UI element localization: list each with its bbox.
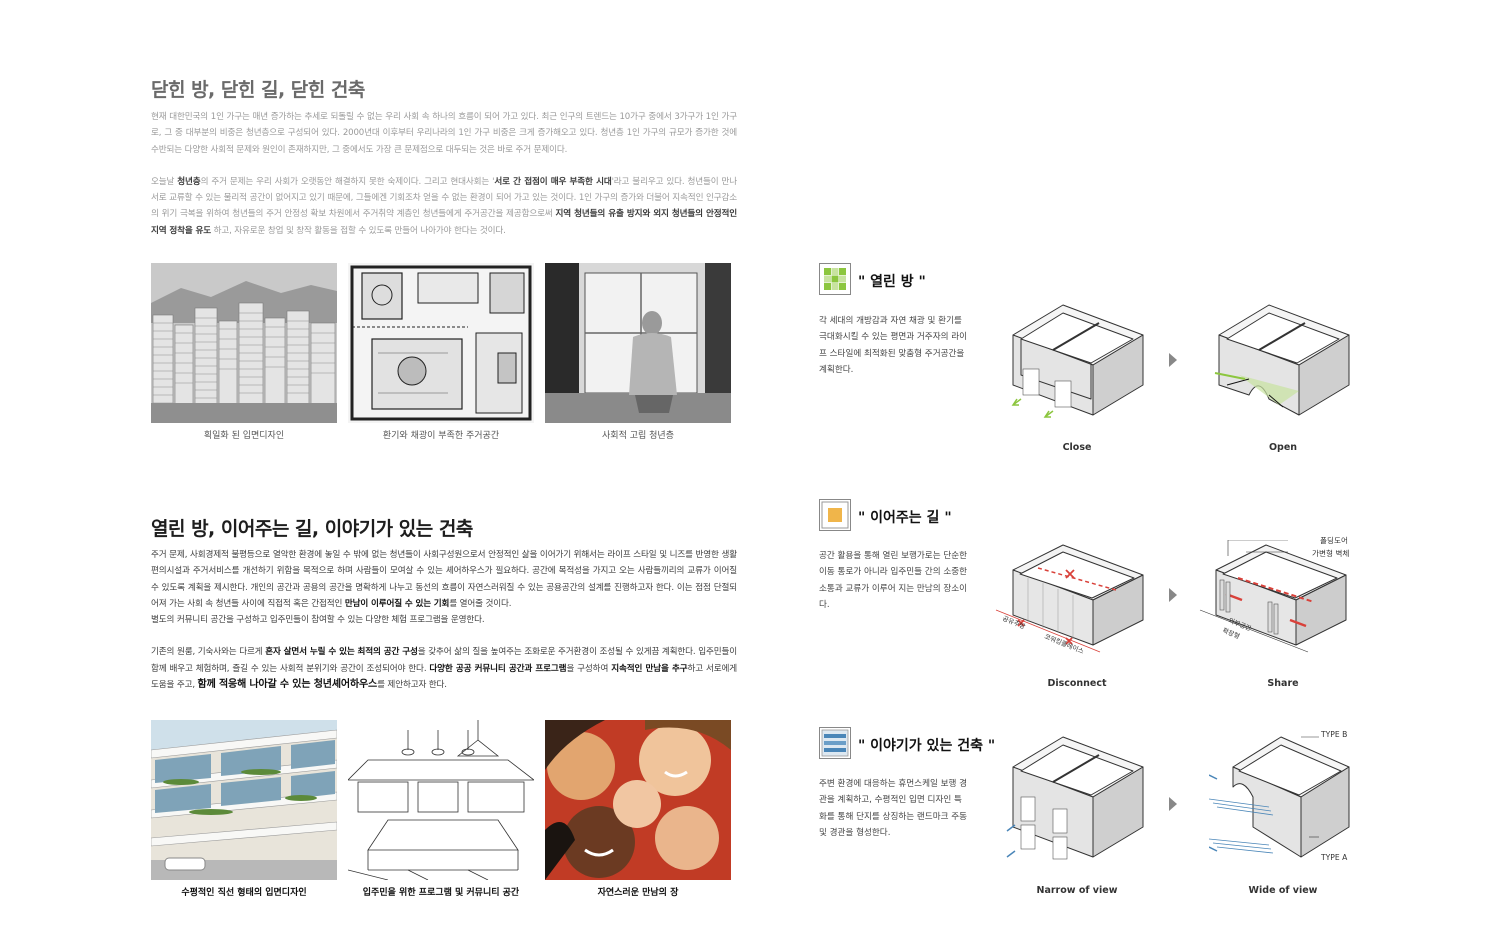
label-close: Close: [1062, 442, 1092, 453]
photo-kitchen-sketch: [348, 720, 534, 880]
photo-floor-plan-sketch: [348, 263, 534, 423]
caption-community-space: 입주민을 위한 프로그램 및 커뮤니티 공간: [362, 888, 520, 898]
orange-square-icon: [819, 499, 851, 531]
caption-isolated-youth: 사회적 고립 청년층: [602, 431, 674, 441]
label-open: Open: [1268, 442, 1298, 453]
section-open-room-desc: 각 세대의 개방감과 자연 채광 및 환기를 극대화시킬 수 있는 평면과 거주…: [819, 316, 968, 375]
section-open-room-title: " 열린 방 ": [858, 274, 926, 290]
section-connecting-path-desc: 공간 활용을 통해 열린 보행가로는 단순한 이동 통로가 아니라 입주민들 간…: [819, 551, 968, 610]
callout-type-b: TYPE B: [1321, 730, 1348, 739]
photo-apartment-blocks: [151, 263, 337, 423]
photo-isolated-youth: [545, 263, 731, 423]
diagram-open: [1209, 295, 1359, 425]
photo-friends-meeting: [545, 720, 731, 880]
chevron-right-icon: [1168, 796, 1178, 812]
label-narrow-view: Narrow of view: [1036, 885, 1118, 896]
bottom-body: 주거 문제, 사회경제적 불평등으로 열악한 환경에 놓일 수 밖에 없는 청년…: [151, 547, 737, 693]
bottom-paragraph-2: 별도의 커뮤니티 공간을 구성하고 입주민들이 참여할 수 있는 다양한 체험 …: [151, 615, 485, 626]
caption-floor-plan: 환기와 채광이 부족한 주거공간: [382, 431, 500, 441]
label-wide-view: Wide of view: [1248, 885, 1318, 896]
section-connecting-path-title: " 이어주는 길 ": [858, 510, 952, 526]
diagram-disconnect: 공유주방 코워킹플레이스: [988, 540, 1153, 665]
caption-meeting-place: 자연스러운 만남의 장: [597, 888, 679, 898]
bottom-paragraph-3: 기존의 원룸, 기숙사와는 다르게 혼자 살면서 누릴 수 있는 최적의 공간 …: [151, 647, 738, 691]
callout-type-a: TYPE A: [1321, 853, 1348, 862]
diagram-narrow-view: [1003, 727, 1153, 867]
callout-variable-wall: 가변형 벽체: [1312, 549, 1350, 558]
top-body: 현재 대한민국의 1인 가구는 매년 증가하는 추세로 되돌릴 수 없는 우리 …: [151, 109, 737, 239]
top-paragraph-1: 현재 대한민국의 1인 가구는 매년 증가하는 추세로 되돌릴 수 없는 우리 …: [151, 112, 737, 155]
top-paragraph-2: 오늘날 청년층의 주거 문제는 우리 사회가 오랫동안 해결하지 못한 숙제이다…: [151, 176, 737, 236]
chevron-right-icon: [1168, 587, 1178, 603]
bottom-title: 열린 방, 이어주는 길, 이야기가 있는 건축: [151, 518, 473, 540]
top-title: 닫힌 방, 닫힌 길, 닫힌 건축: [151, 79, 365, 101]
diagram-close: [1003, 295, 1153, 425]
diagram-share: 외부공간 확장형: [1198, 540, 1363, 665]
green-grid-icon: [819, 263, 851, 295]
chevron-right-icon: [1168, 352, 1178, 368]
caption-apartment-blocks: 획일화 된 입면디자인: [203, 431, 285, 441]
label-share: Share: [1267, 678, 1299, 689]
photo-horizontal-facade: [151, 720, 337, 880]
bottom-paragraph-1: 주거 문제, 사회경제적 불평등으로 열악한 환경에 놓일 수 밖에 없는 청년…: [151, 550, 737, 609]
callout-folding-door: 폴딩도어: [1320, 536, 1348, 545]
diagram-wide-view: [1209, 727, 1359, 867]
section-story-architecture-desc: 주변 환경에 대응하는 휴먼스케일 보행 경관을 계획하고, 수평적인 입면 디…: [819, 779, 968, 838]
caption-horizontal-facade: 수평적인 직선 형태의 입면디자인: [181, 888, 307, 898]
blue-stripes-icon: [819, 727, 851, 759]
label-disconnect: Disconnect: [1047, 678, 1107, 689]
section-story-architecture-title: " 이야기가 있는 건축 ": [858, 738, 996, 754]
